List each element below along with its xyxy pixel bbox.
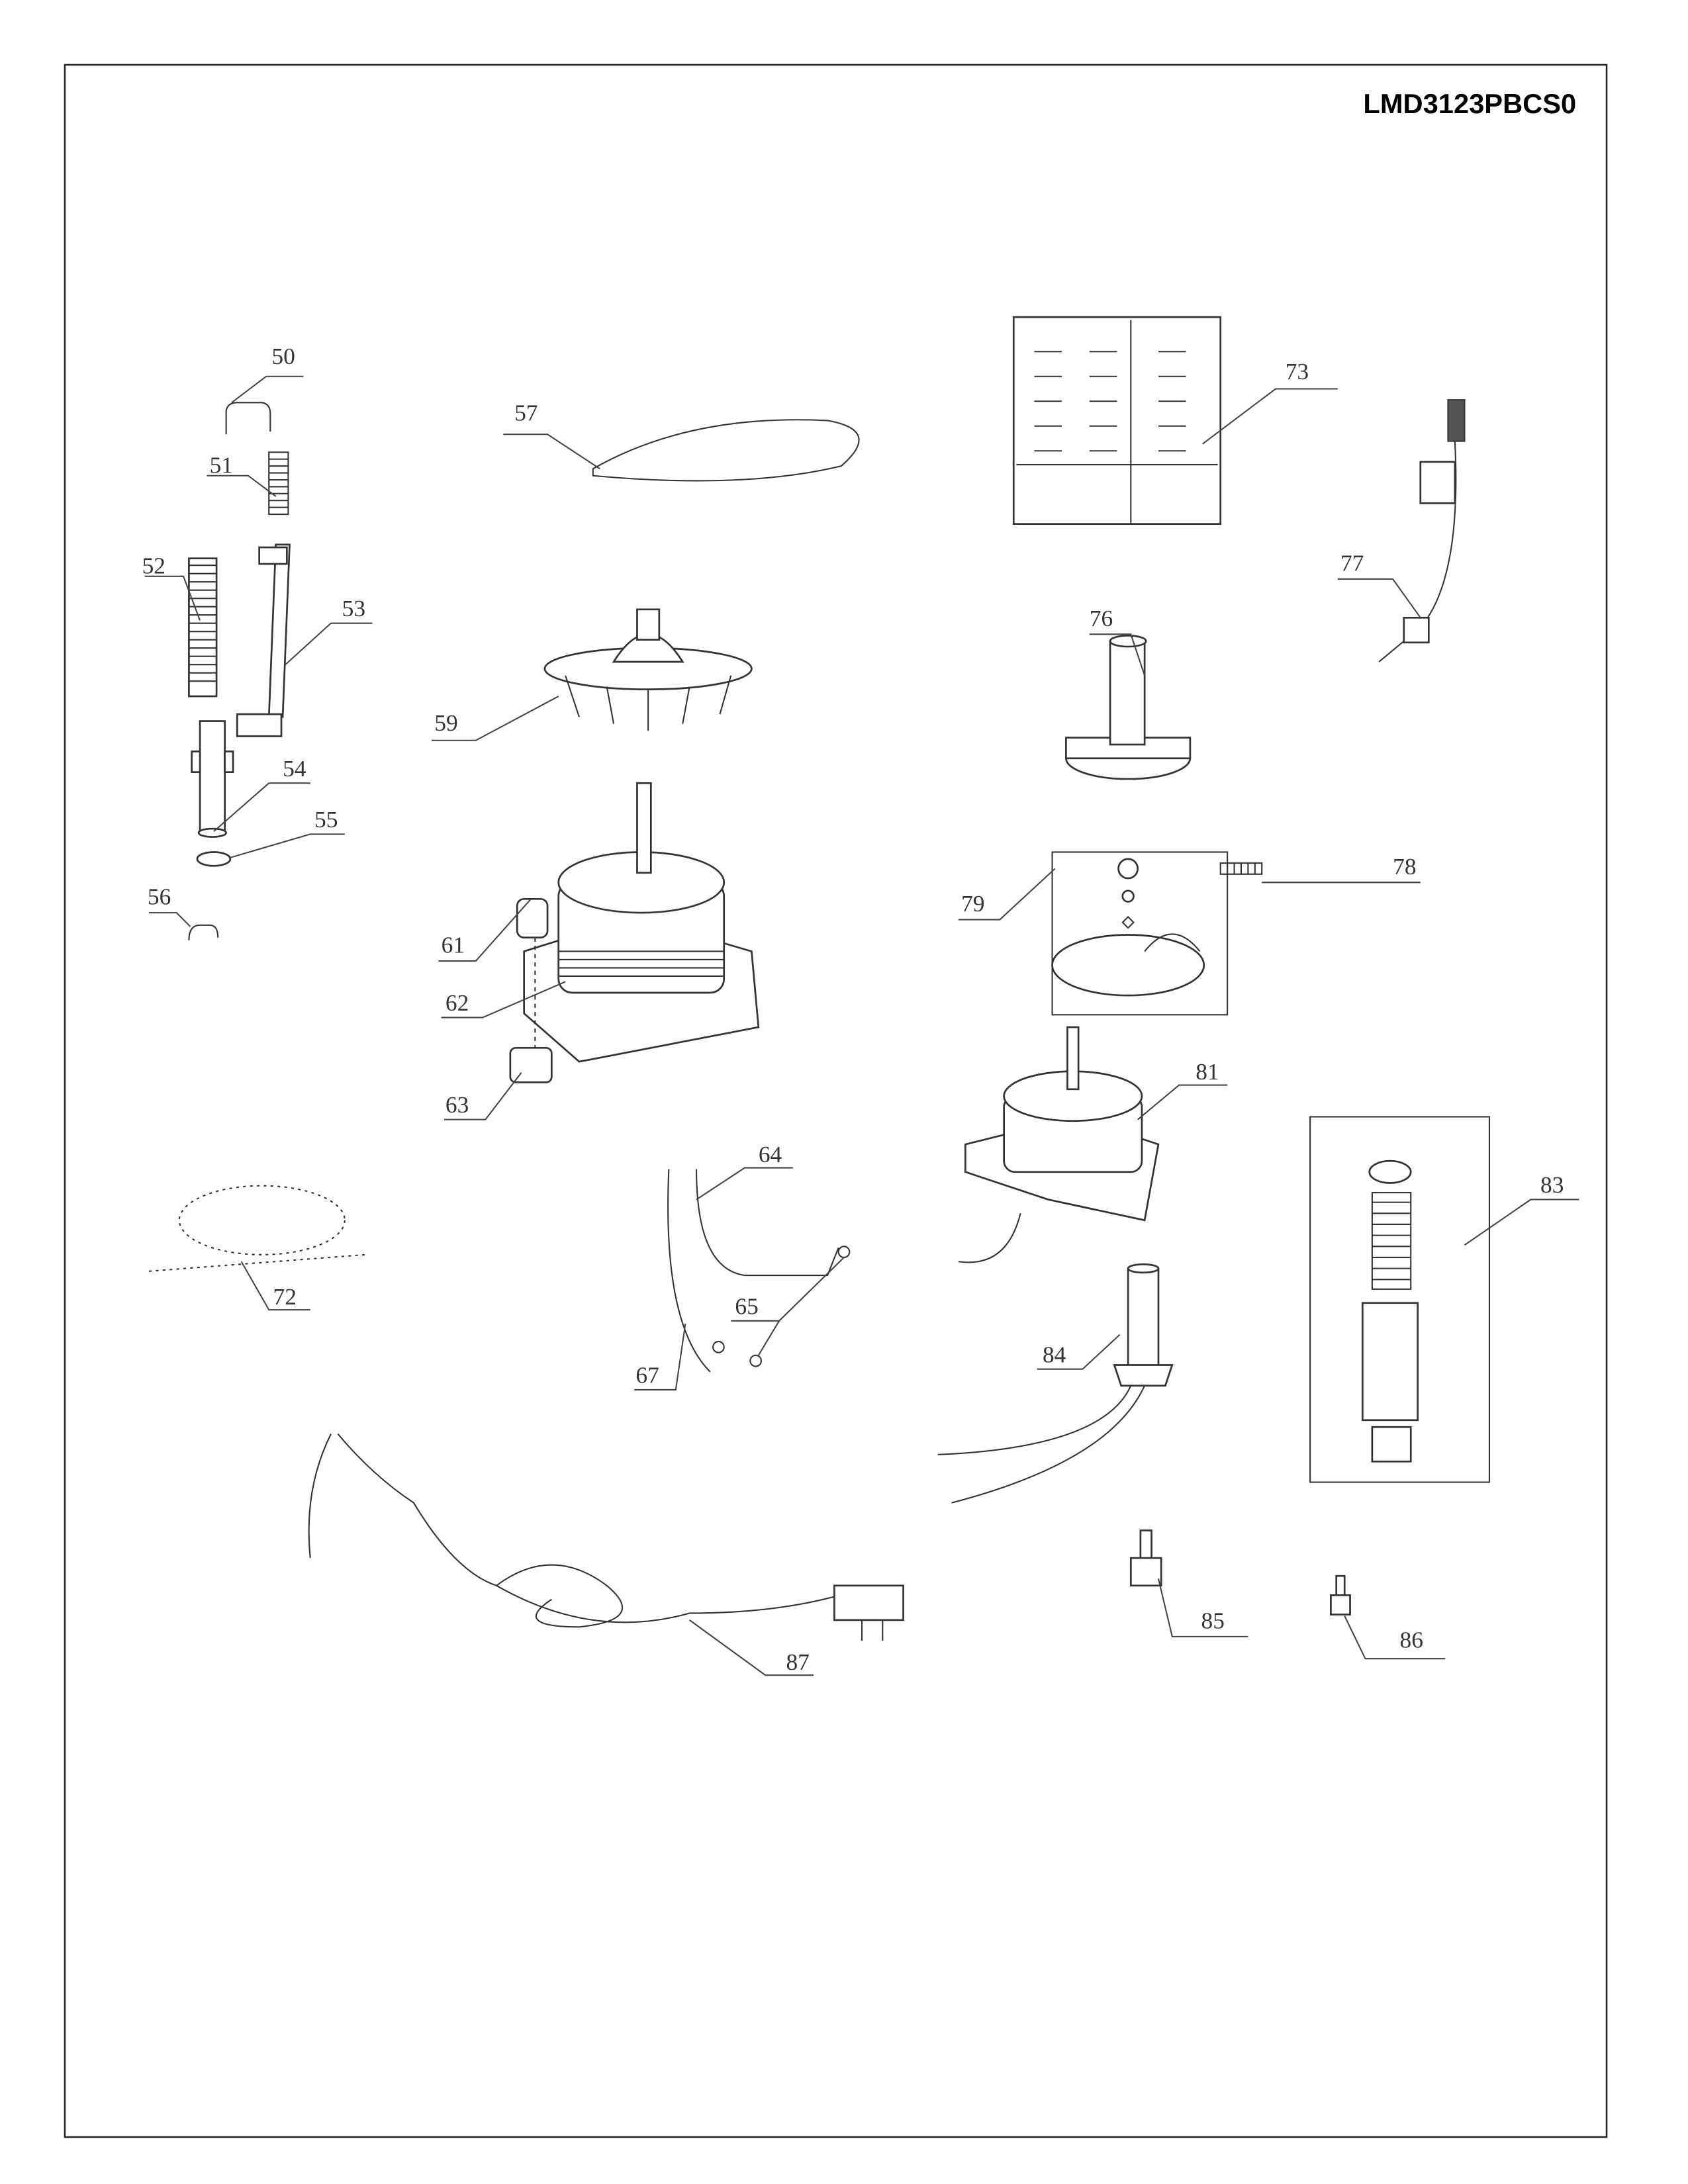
callout-73: 73 xyxy=(1202,358,1338,445)
callout-61: 61 xyxy=(438,898,532,962)
callout-85: 85 xyxy=(1157,1578,1248,1637)
callout-label: 79 xyxy=(961,890,984,917)
part-84-sensor xyxy=(937,1263,1174,1504)
callout-56: 56 xyxy=(148,884,191,927)
part-57-belt xyxy=(592,419,860,482)
callout-label: 73 xyxy=(1286,358,1309,385)
part-51-spring xyxy=(268,451,289,516)
callout-50: 50 xyxy=(231,343,304,404)
callout-label: 64 xyxy=(759,1141,782,1167)
callout-label: 62 xyxy=(445,989,469,1016)
callout-label: 52 xyxy=(142,553,165,579)
callout-64: 64 xyxy=(696,1141,793,1201)
part-76-base xyxy=(1065,635,1192,780)
part-53-rod xyxy=(236,543,291,737)
part-72-spiral-wrap xyxy=(148,1185,366,1272)
part-61-grommet xyxy=(516,897,549,1062)
callout-84: 84 xyxy=(1037,1334,1121,1370)
page-frame xyxy=(64,64,1608,2138)
callout-78: 78 xyxy=(1262,853,1421,884)
callout-label: 77 xyxy=(1340,549,1364,576)
callout-label: 67 xyxy=(635,1362,659,1388)
callout-72: 72 xyxy=(240,1261,310,1311)
callout-label: 55 xyxy=(314,806,338,833)
part-62-motor xyxy=(523,782,760,1063)
part-67-wire xyxy=(667,1169,763,1373)
callout-label: 53 xyxy=(342,595,365,621)
part-52-bellows xyxy=(188,557,218,698)
callout-label: 78 xyxy=(1393,853,1416,880)
callout-87: 87 xyxy=(689,1619,814,1676)
callout-59: 59 xyxy=(432,696,559,741)
part-81-motor xyxy=(958,1026,1160,1263)
callout-label: 76 xyxy=(1090,605,1113,631)
callout-label: 81 xyxy=(1196,1058,1219,1085)
callout-79: 79 xyxy=(958,868,1056,921)
part-54-tube xyxy=(191,720,234,838)
callout-86: 86 xyxy=(1344,1615,1446,1660)
callout-label: 87 xyxy=(786,1649,809,1675)
part-87-power-cord xyxy=(308,1433,904,1641)
callout-label: 65 xyxy=(735,1293,758,1319)
callout-label: 57 xyxy=(514,399,538,426)
callout-label: 72 xyxy=(273,1283,296,1310)
part-79-brake-assembly xyxy=(1051,851,1229,1016)
part-73-panel xyxy=(1012,316,1222,525)
callout-51: 51 xyxy=(207,452,277,497)
callout-55: 55 xyxy=(230,806,345,858)
callout-81: 81 xyxy=(1137,1058,1228,1120)
callout-label: 50 xyxy=(271,343,295,369)
part-55-cap xyxy=(196,851,232,867)
part-86-screw xyxy=(1330,1574,1351,1615)
callout-label: 51 xyxy=(210,452,233,478)
callout-54: 54 xyxy=(213,755,310,833)
callout-57: 57 xyxy=(503,399,600,470)
callout-83: 83 xyxy=(1464,1171,1579,1246)
callout-65: 65 xyxy=(731,1257,845,1356)
callout-label: 84 xyxy=(1043,1341,1066,1367)
callout-label: 59 xyxy=(434,709,457,736)
part-85-screw xyxy=(1129,1529,1162,1587)
callouts: 50 51 52 53 54 55 56 57 59 61 62 63 64 6… xyxy=(142,343,1579,1676)
callout-label: 85 xyxy=(1201,1607,1225,1633)
callout-76: 76 xyxy=(1089,605,1146,676)
part-78-spring xyxy=(1219,862,1263,875)
callout-label: 83 xyxy=(1540,1171,1564,1198)
model-number: LMD3123PBCS0 xyxy=(1363,88,1576,119)
callout-77: 77 xyxy=(1337,549,1421,618)
part-56-clip xyxy=(188,924,219,940)
part-83-sensor-assembly xyxy=(1309,1116,1491,1483)
callout-67: 67 xyxy=(634,1323,686,1391)
callout-label: 56 xyxy=(148,884,171,910)
part-77-switch-wire xyxy=(1378,399,1466,662)
part-63-grommet xyxy=(509,1046,553,1083)
callout-label: 61 xyxy=(442,932,465,958)
callout-label: 54 xyxy=(283,755,306,782)
callout-52: 52 xyxy=(142,553,201,621)
callout-label: 86 xyxy=(1400,1627,1423,1653)
callout-label: 63 xyxy=(445,1091,469,1118)
part-50-clip xyxy=(225,402,271,435)
callout-53: 53 xyxy=(285,595,373,665)
callout-62: 62 xyxy=(441,981,566,1019)
part-59-pulley xyxy=(543,608,753,731)
callout-63: 63 xyxy=(444,1072,522,1120)
